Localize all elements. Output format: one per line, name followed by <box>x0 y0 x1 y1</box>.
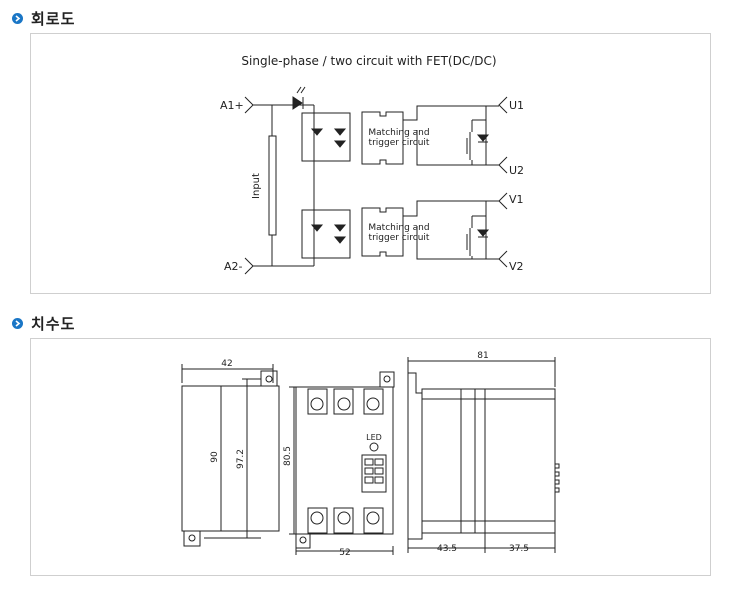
dim-front-width: 52 <box>339 548 350 558</box>
trigger-block-2 <box>361 207 404 257</box>
terminal-label-a2: A2- <box>224 260 243 273</box>
terminal-u2 <box>498 156 508 174</box>
chevron-right-icon <box>12 12 23 24</box>
dim-front-height: 80.5 <box>283 446 293 466</box>
optocoupler-2 <box>301 209 351 259</box>
terminal-label-v1: V1 <box>509 193 524 206</box>
terminal-u1 <box>498 96 508 114</box>
trigger-block-2-line1: Matching and <box>368 223 429 233</box>
trigger-block-1-line1: Matching and <box>368 128 429 138</box>
profile-view <box>407 357 560 553</box>
dim-profile-left: 43.5 <box>437 544 457 554</box>
input-label: Input <box>251 173 262 199</box>
optocoupler-1 <box>301 112 351 162</box>
terminal-a2 <box>244 257 254 275</box>
circuit-diagram-panel: Single-phase / two circuit with FET(DC/D… <box>30 33 711 294</box>
side-view <box>181 364 280 547</box>
trigger-block-2-line2: trigger circuit <box>369 233 430 243</box>
dimensions-panel: 42 90 97.2 80.5 52 LED 81 43.5 37.5 <box>30 338 711 576</box>
dim-profile-width: 81 <box>477 351 488 361</box>
led-diode <box>292 96 303 110</box>
terminal-v2 <box>498 250 508 268</box>
trigger-block-1-line2: trigger circuit <box>369 138 430 148</box>
dimension-drawing: 42 90 97.2 80.5 52 LED 81 43.5 37.5 <box>181 351 560 558</box>
chevron-right-icon <box>12 317 23 329</box>
led-label: LED <box>366 433 382 442</box>
input-resistor <box>268 135 277 236</box>
dim-side-height-inner: 90 <box>210 451 220 463</box>
terminal-a1 <box>244 96 254 114</box>
front-view <box>289 371 395 555</box>
terminal-label-a1: A1+ <box>220 99 244 112</box>
circuit-title: Single-phase / two circuit with FET(DC/D… <box>241 54 496 68</box>
section-title: 회로도 <box>31 9 76 28</box>
section-header-circuit: 회로도 <box>12 8 75 28</box>
dim-profile-right: 37.5 <box>509 544 529 554</box>
section-header-dimensions: 치수도 <box>12 313 75 333</box>
terminal-label-u1: U1 <box>509 99 524 112</box>
dim-side-height-outer: 97.2 <box>236 449 246 469</box>
section-title: 치수도 <box>31 314 76 333</box>
circuit-diagram: Single-phase / two circuit with FET(DC/D… <box>220 54 524 275</box>
terminal-label-v2: V2 <box>509 260 524 273</box>
trigger-block-1 <box>361 111 404 165</box>
dim-side-width: 42 <box>221 359 232 369</box>
terminal-v1 <box>498 192 508 210</box>
terminal-label-u2: U2 <box>509 164 524 177</box>
